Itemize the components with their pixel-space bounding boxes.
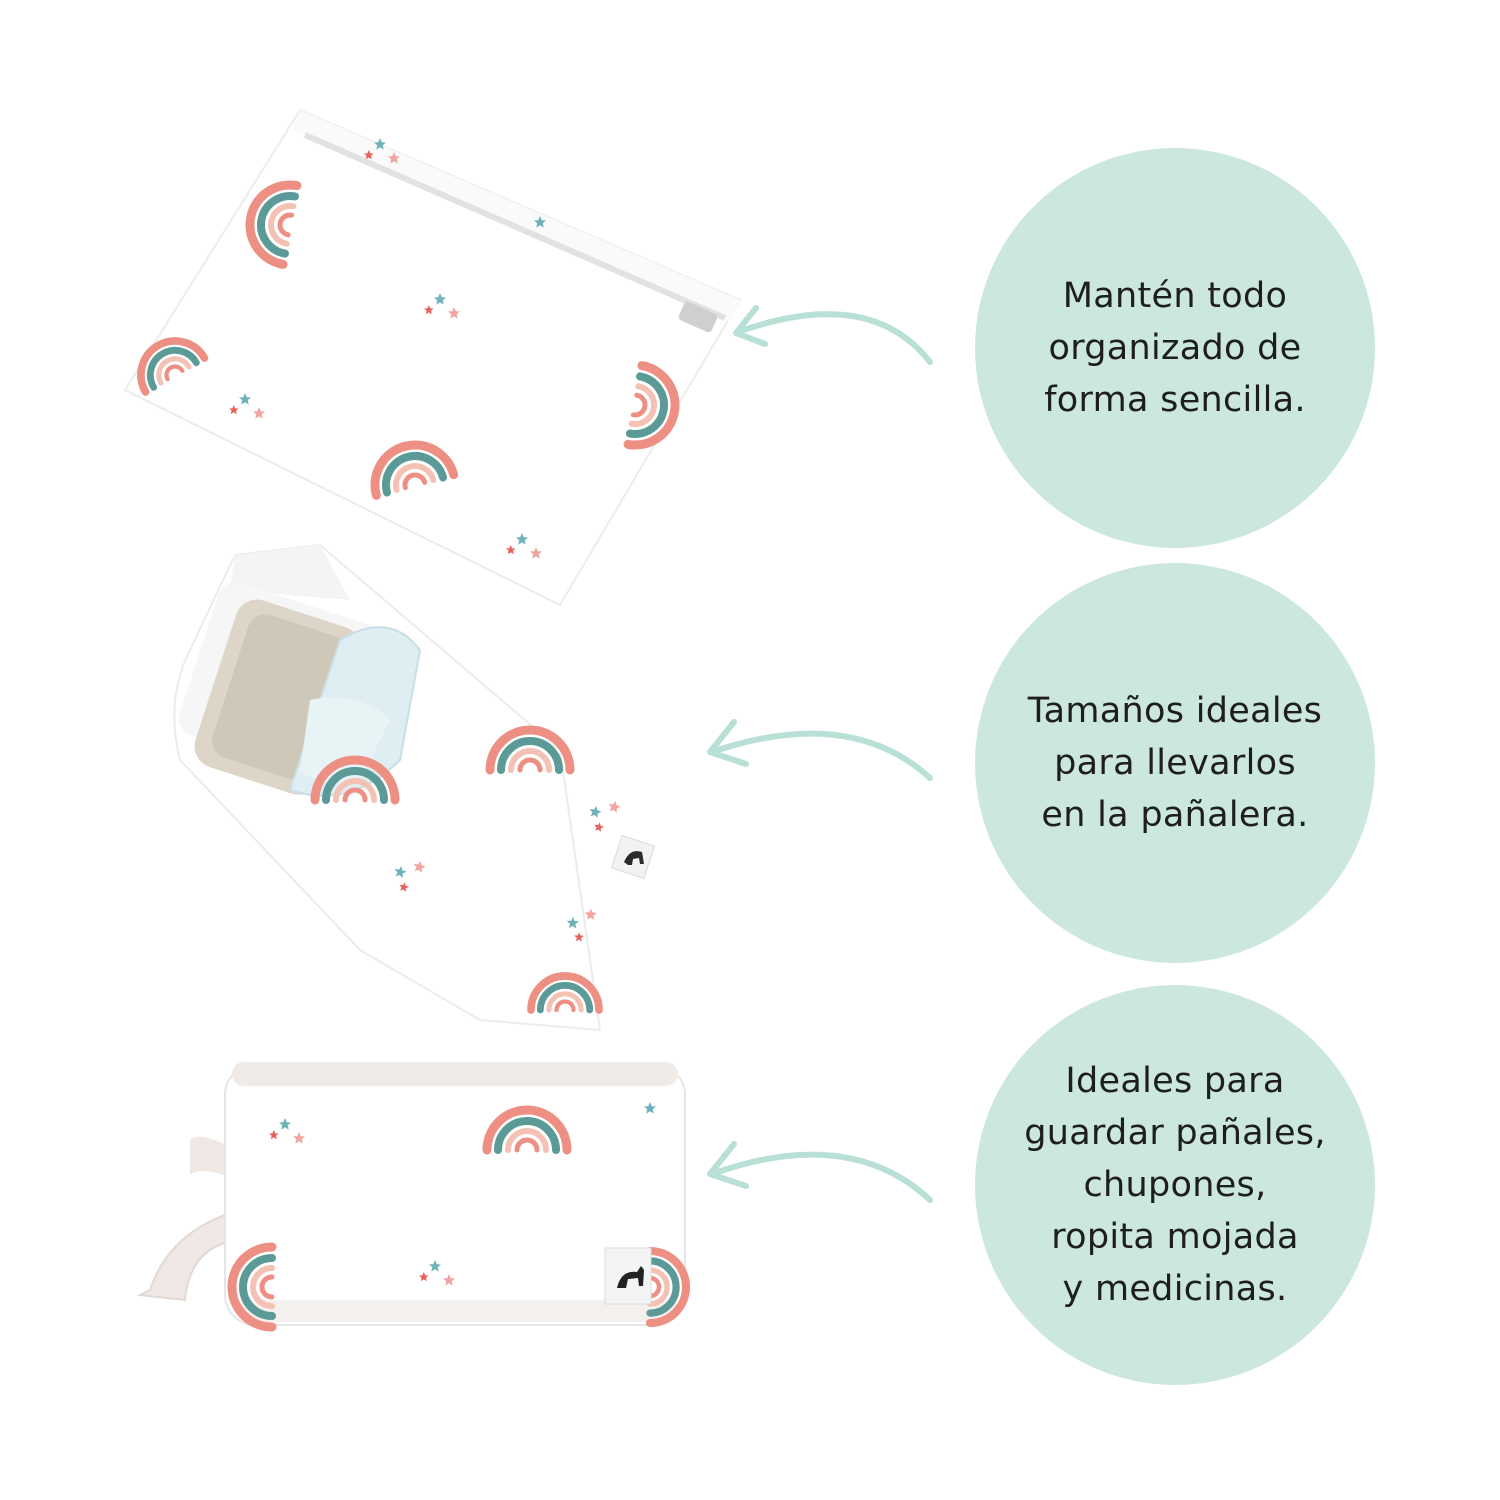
arrow-icon	[707, 719, 933, 781]
feature-line: forma sencilla.	[1044, 380, 1306, 420]
wipes-pouch-image	[173, 543, 656, 1032]
feature-line: Mantén todo	[1062, 276, 1288, 316]
arrow-icon	[733, 305, 933, 365]
wet-bag-image	[123, 108, 742, 607]
feature-line: y medicinas.	[1062, 1269, 1288, 1309]
feature-circle-sizes: Tamaños ideales para llevarlos en la pañ…	[975, 563, 1375, 963]
feature-line: chupones,	[1083, 1165, 1267, 1205]
feature-text: Mantén todo organizado de forma sencilla…	[1005, 270, 1345, 426]
feature-line: guardar pañales,	[1024, 1113, 1326, 1153]
feature-circle-storage: Ideales para guardar pañales, chupones, …	[975, 985, 1375, 1385]
feature-line: Ideales para	[1065, 1061, 1285, 1101]
arrow-icon	[707, 1141, 933, 1203]
feature-text: Tamaños ideales para llevarlos en la pañ…	[1005, 685, 1345, 841]
feature-line: para llevarlos	[1054, 743, 1296, 783]
feature-line: en la pañalera.	[1041, 795, 1309, 835]
feature-circle-organization: Mantén todo organizado de forma sencilla…	[975, 148, 1375, 548]
feature-line: ropita mojada	[1051, 1217, 1299, 1257]
feature-text: Ideales para guardar pañales, chupones, …	[1005, 1055, 1345, 1315]
feature-line: organizado de	[1048, 328, 1302, 368]
toiletry-bag-image	[136, 1062, 686, 1327]
feature-line: Tamaños ideales	[1027, 691, 1323, 731]
